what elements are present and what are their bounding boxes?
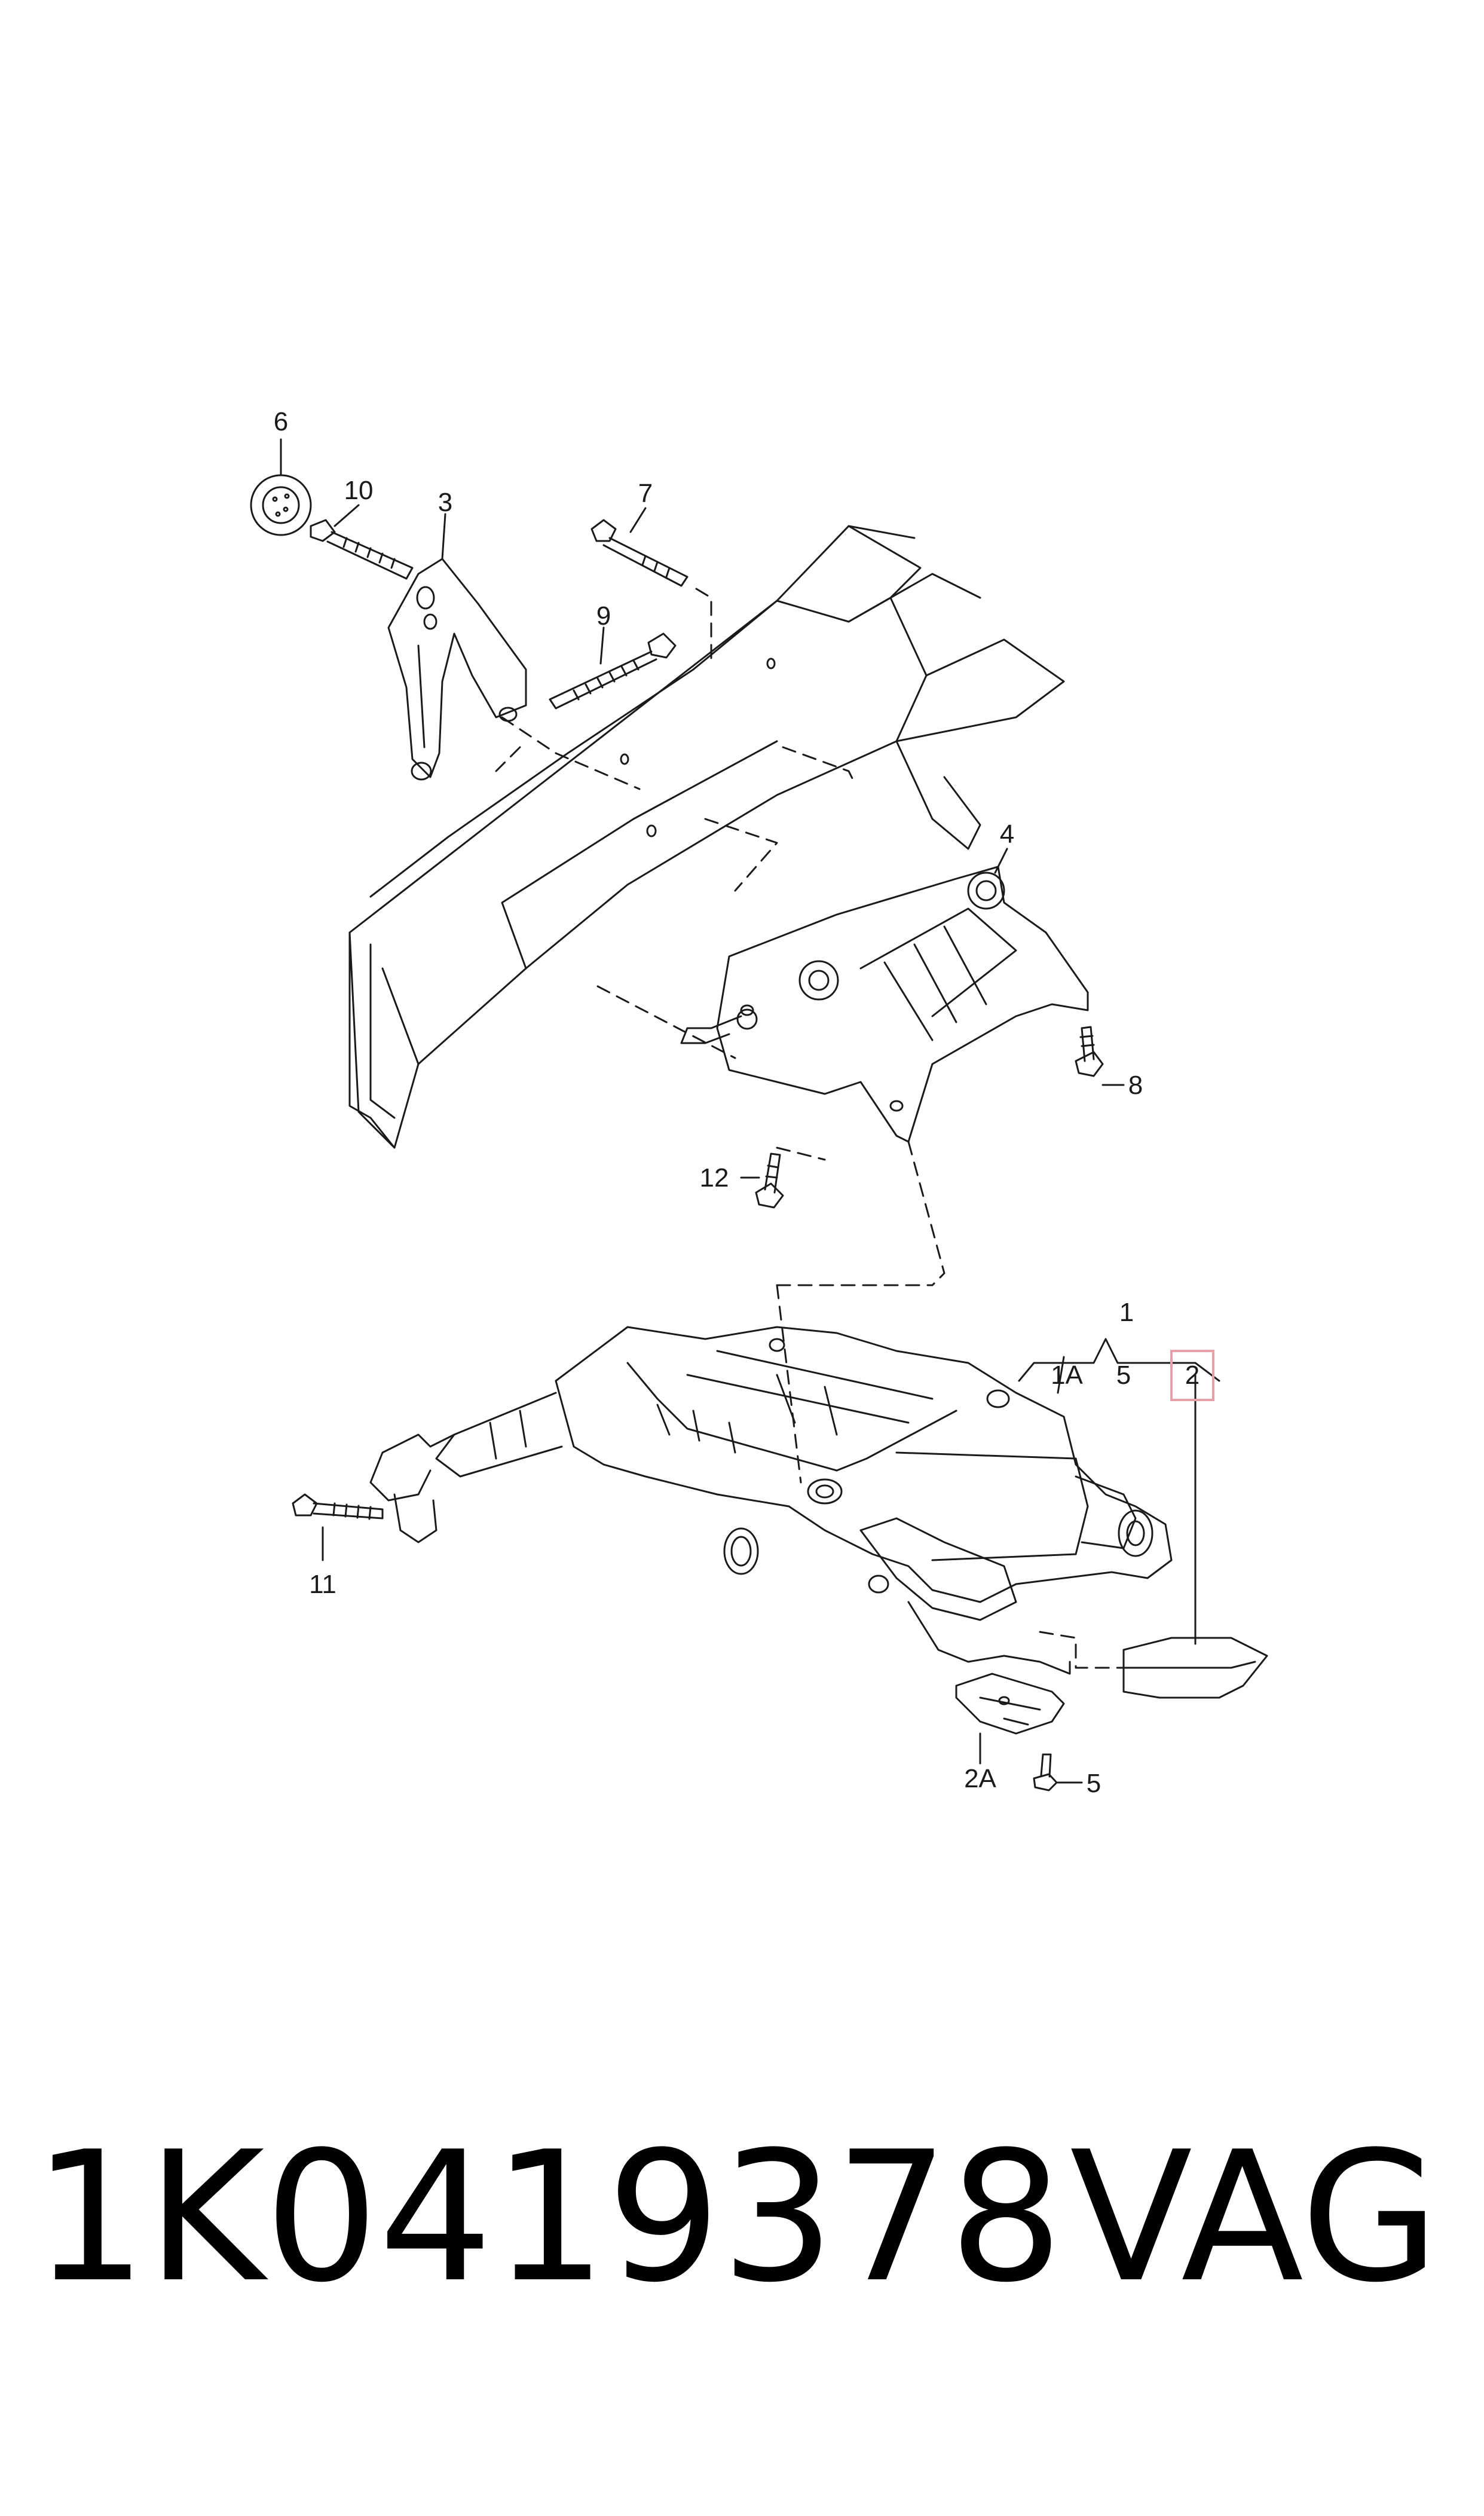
callout-10: 10	[344, 476, 374, 505]
highlight-box	[1170, 1350, 1214, 1401]
callout-2A: 2A	[964, 1764, 996, 1793]
bracket-3	[387, 558, 527, 781]
bolt-9	[549, 632, 677, 710]
assembly-lines	[495, 588, 1125, 1669]
cover-2	[1122, 1637, 1268, 1699]
callout-8: 8	[1128, 1071, 1143, 1100]
callout-5-top: 5	[1116, 1361, 1131, 1390]
steering-column-assembly	[369, 1326, 1173, 1675]
callout-3: 3	[438, 488, 452, 517]
callout-9: 9	[596, 601, 611, 631]
cross-member-beam	[348, 525, 1065, 1149]
leader-lines	[280, 438, 1220, 1784]
part-number: 1K0419378	[33, 2113, 1063, 2322]
grommet-6	[250, 474, 312, 536]
mounting-bracket-4	[680, 866, 1089, 1143]
callout-1: 1	[1119, 1298, 1134, 1327]
callout-1A: 1A	[1051, 1361, 1083, 1390]
callout-7: 7	[638, 479, 653, 508]
bolt-11	[292, 1493, 384, 1520]
cover-2A	[955, 1673, 1065, 1735]
callout-12: 12	[700, 1163, 729, 1193]
callout-11: 11	[309, 1570, 336, 1599]
callout-5-bottom: 5	[1087, 1769, 1101, 1798]
brand-label: VAG	[1070, 2113, 1440, 2322]
bolt-10	[310, 519, 414, 580]
callout-6: 6	[274, 407, 288, 436]
screw-12	[755, 1152, 784, 1209]
callout-2: 2	[1185, 1361, 1200, 1390]
screw-5	[1033, 1753, 1058, 1792]
callout-4: 4	[1000, 820, 1014, 849]
screw-8	[1075, 1026, 1104, 1077]
bolt-7	[590, 519, 689, 587]
